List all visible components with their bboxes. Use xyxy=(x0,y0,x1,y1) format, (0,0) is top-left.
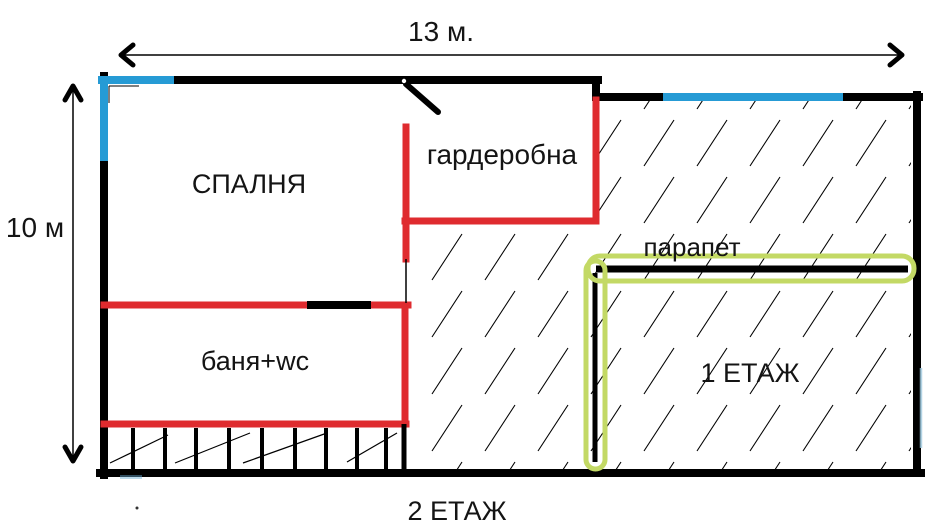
black-details xyxy=(307,81,441,472)
wardrobe-interior xyxy=(408,98,594,219)
arrowhead-right-icon xyxy=(887,42,905,68)
parapet-highlight-vertical xyxy=(583,258,608,472)
door-swing-icon xyxy=(403,81,441,115)
dimension-arrow-width xyxy=(118,42,905,68)
parapet-highlight xyxy=(583,253,917,472)
staircase xyxy=(109,428,398,470)
arrowhead-up-icon xyxy=(62,83,84,103)
bedroom-label: СПАЛНЯ xyxy=(192,169,306,199)
parapet-label: парапет xyxy=(643,232,740,262)
arrowhead-left-icon xyxy=(118,42,136,68)
dimension-arrow-height xyxy=(62,83,84,464)
wardrobe-label: гардеробна xyxy=(427,139,578,170)
height-dimension-label: 10 м xyxy=(6,212,64,243)
arrowhead-down-icon xyxy=(62,444,84,464)
stray-dot xyxy=(135,506,139,510)
red-partitions xyxy=(100,96,600,428)
width-dimension-label: 13 м. xyxy=(408,16,474,47)
window-segments xyxy=(98,76,843,161)
door-hinge-dot xyxy=(401,78,407,84)
floor-1-label: 1 ЕТАЖ xyxy=(700,358,799,388)
inner-corner-lines xyxy=(108,85,139,103)
staircase-hatch-marks xyxy=(109,432,398,464)
bath-label: баня+wc xyxy=(201,346,309,376)
open-area-hatch xyxy=(408,98,911,469)
floor-2-label: 2 ЕТАЖ xyxy=(407,496,506,526)
